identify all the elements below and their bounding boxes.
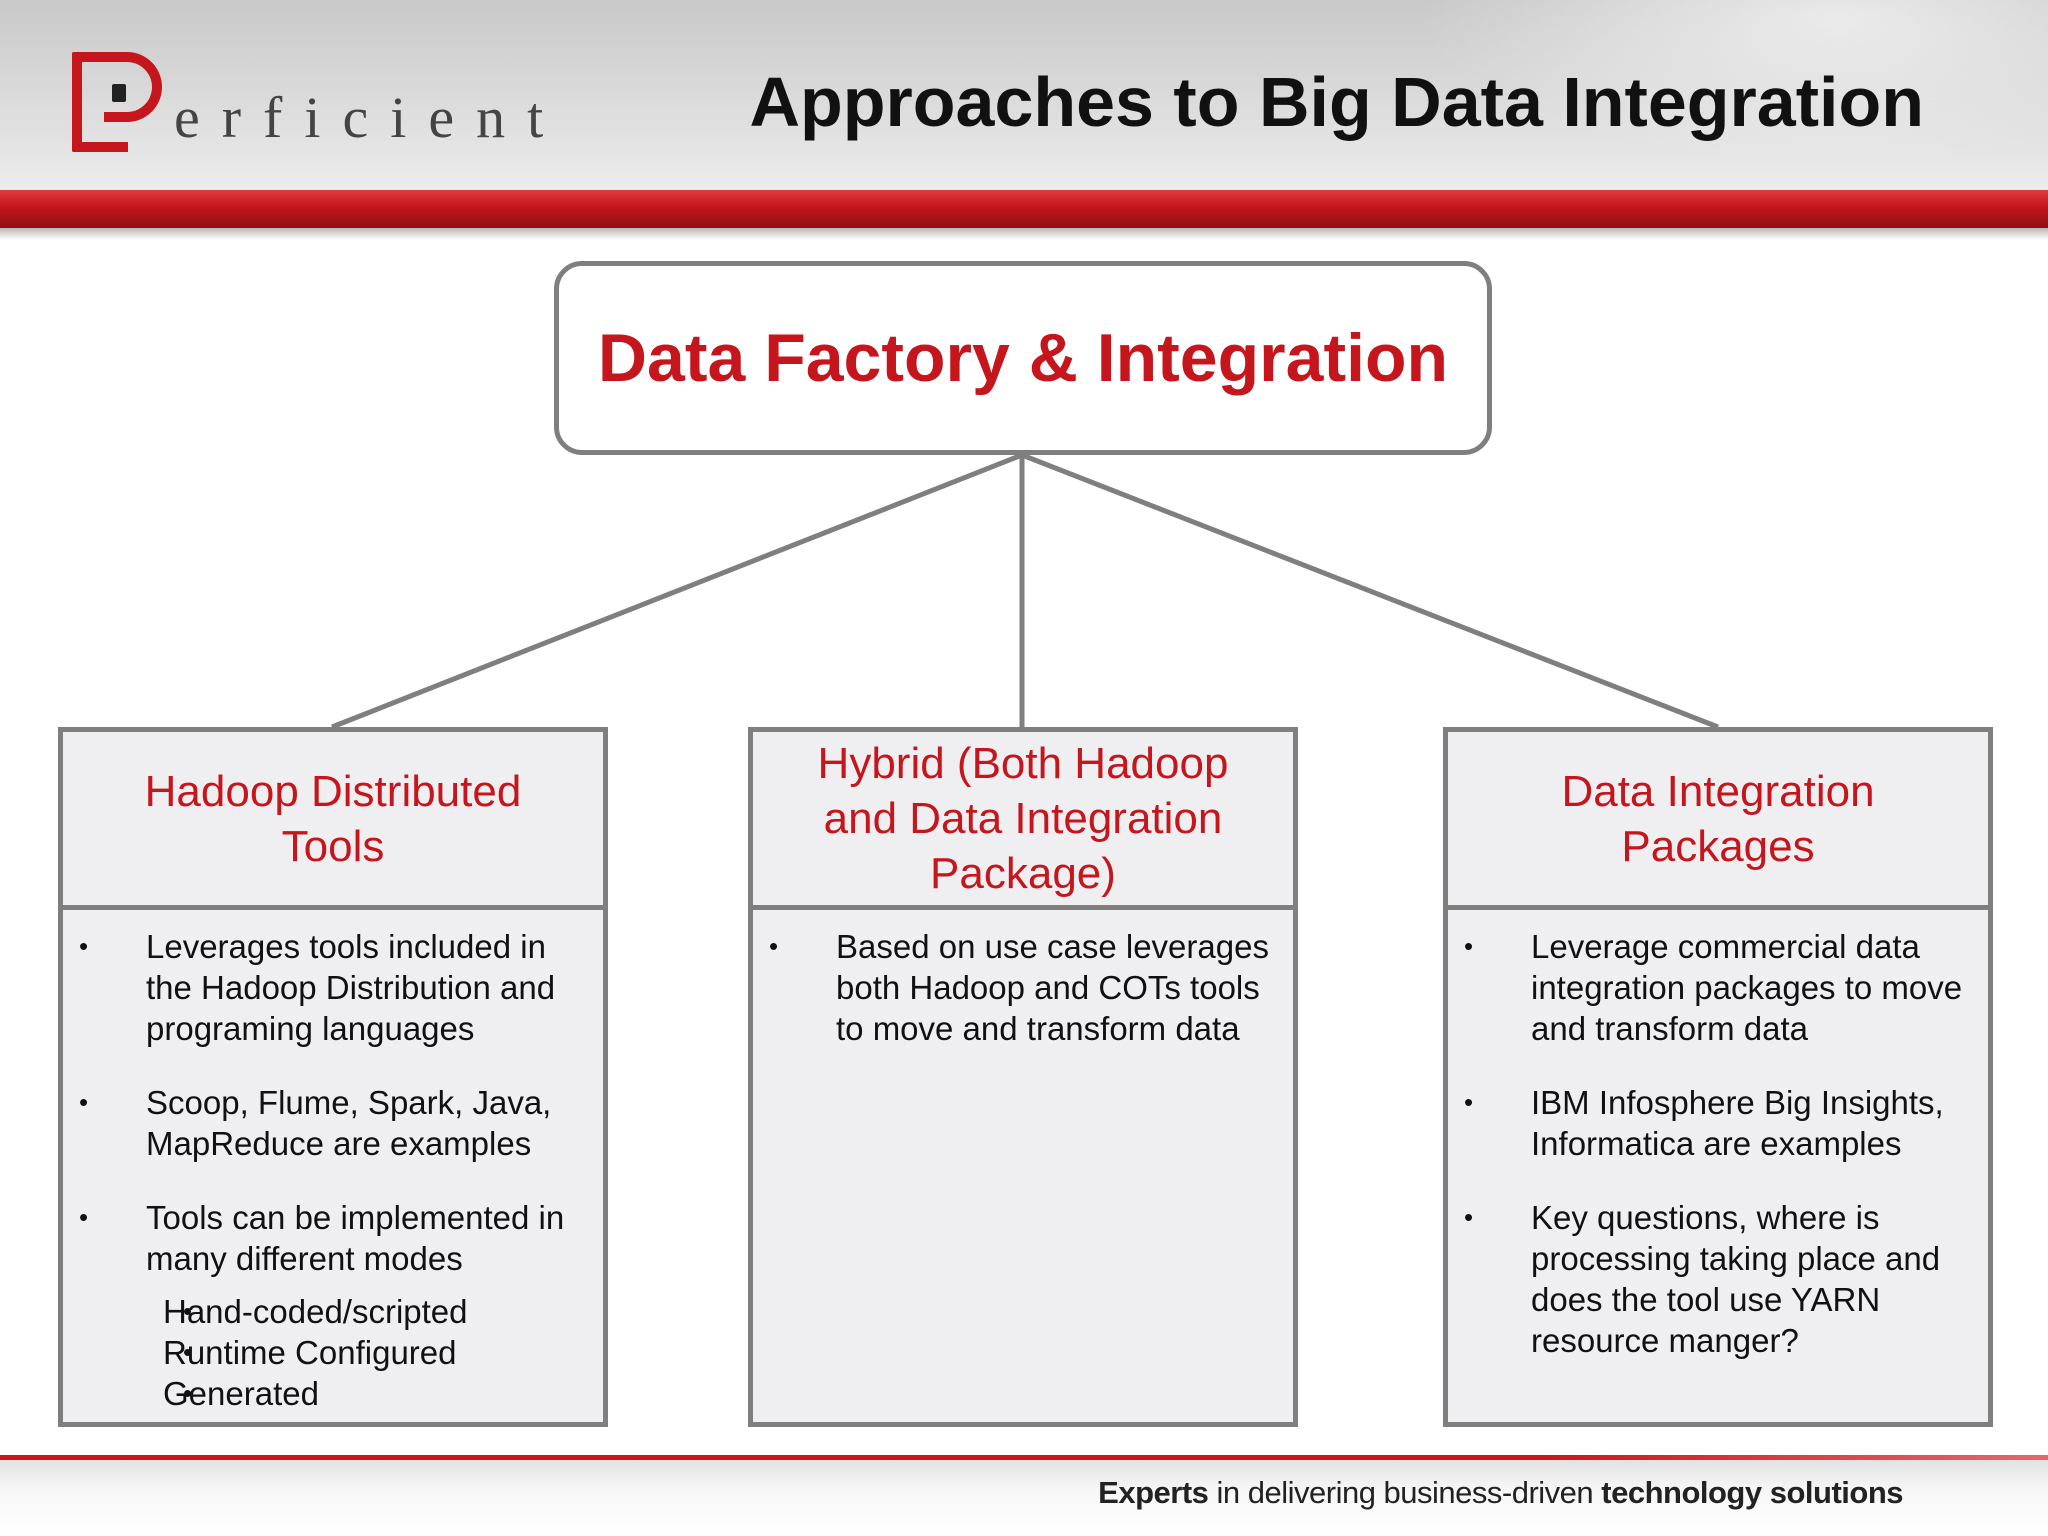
node-header: Hadoop Distributed Tools: [63, 732, 603, 910]
node-body: Leverage commercial data integration pac…: [1448, 910, 1988, 1361]
connector-left: [331, 452, 1023, 730]
sub-bullet-list: Hand-coded/scripted Runtime Configured G…: [146, 1291, 583, 1414]
node-hadoop-distributed-tools: Hadoop Distributed Tools Leverages tools…: [58, 727, 608, 1427]
node-header: Data Integration Packages: [1448, 732, 1988, 910]
footer-tagline: Experts in delivering business-driven te…: [1098, 1475, 1903, 1511]
bullet-item: Scoop, Flume, Spark, Java, MapReduce are…: [63, 1082, 583, 1164]
bullet-list: Leverages tools included in the Hadoop D…: [63, 926, 583, 1414]
bullet-list: Leverage commercial data integration pac…: [1448, 926, 1968, 1361]
footer-red-line: [0, 1455, 2048, 1460]
bullet-text: Tools can be implemented in many differe…: [146, 1199, 565, 1277]
bullet-list: Based on use case leverages both Hadoop …: [753, 926, 1273, 1049]
node-hybrid: Hybrid (Both Hadoop and Data Integration…: [748, 727, 1298, 1427]
logo-wordmark: erficient: [174, 85, 566, 150]
connector-right: [1021, 452, 1719, 730]
header-red-band: [0, 190, 2048, 228]
node-title: Data Integration Packages: [1561, 766, 1875, 871]
tagline-bold-experts: Experts: [1098, 1475, 1209, 1510]
header-band-shadow: [0, 228, 2048, 240]
perficient-logo-mark-icon: [72, 52, 162, 152]
bullet-item: Leverages tools included in the Hadoop D…: [63, 926, 583, 1049]
sub-bullet-item: Hand-coded/scripted: [63, 1291, 583, 1332]
header-bar: [0, 0, 2048, 190]
footer-bar: [0, 1460, 2048, 1536]
sub-bullet-item: Generated: [63, 1373, 583, 1414]
node-title: Hadoop Distributed Tools: [144, 766, 522, 871]
node-body: Based on use case leverages both Hadoop …: [753, 910, 1293, 1049]
bullet-item: IBM Infosphere Big Insights, Informatica…: [1448, 1082, 1968, 1164]
tagline-bold-solutions: technology solutions: [1601, 1475, 1903, 1510]
node-data-integration-packages: Data Integration Packages Leverage comme…: [1443, 727, 1993, 1427]
perficient-logo: erficient: [72, 48, 543, 160]
node-body: Leverages tools included in the Hadoop D…: [63, 910, 603, 1414]
bullet-item: Leverage commercial data integration pac…: [1448, 926, 1968, 1049]
bullet-item: Key questions, where is processing takin…: [1448, 1197, 1968, 1361]
bullet-item: Tools can be implemented in many differe…: [63, 1197, 583, 1414]
node-header: Hybrid (Both Hadoop and Data Integration…: [753, 732, 1293, 910]
tagline-middle: in delivering business-driven: [1208, 1475, 1602, 1510]
root-node: Data Factory & Integration: [554, 261, 1492, 455]
slide-title: Approaches to Big Data Integration: [749, 63, 1924, 141]
root-node-label: Data Factory & Integration: [597, 320, 1449, 396]
bullet-item: Based on use case leverages both Hadoop …: [753, 926, 1273, 1049]
sub-bullet-item: Runtime Configured: [63, 1332, 583, 1373]
node-title: Hybrid (Both Hadoop and Data Integration…: [817, 739, 1229, 898]
